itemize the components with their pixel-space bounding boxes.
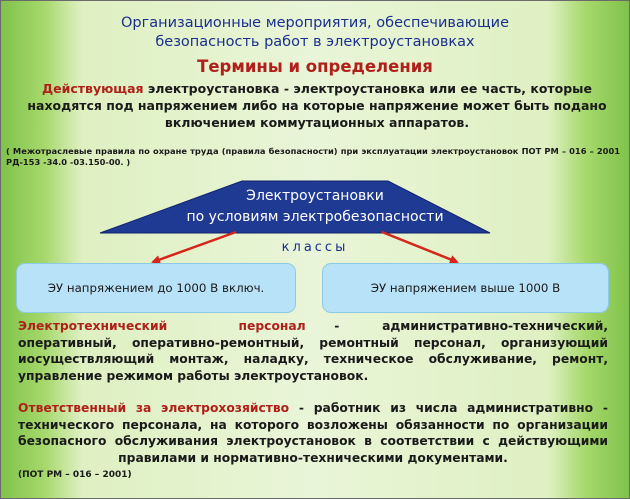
responsible-term: Ответственный за электрохозяйство (18, 401, 290, 415)
arrows-layer (151, 230, 459, 264)
definition-term: Действующая (42, 81, 144, 96)
classification-diagram (99, 180, 491, 234)
responsible-text: - работник из числа административно - те… (18, 401, 608, 465)
responsible-paragraph: Ответственный за электрохозяйство - рабо… (18, 400, 608, 466)
class-box-above-1000v: ЭУ напряжением выше 1000 В (322, 263, 609, 313)
title-line-1: Организационные мероприятия, обеспечиваю… (120, 15, 510, 31)
diagram-title-line-2: по условиям электробезопасности (186, 209, 444, 225)
arrow-to-right-box (381, 230, 459, 264)
source-note-2: (ПОТ РМ – 016 – 2001) (18, 470, 132, 480)
source-note: ( Межотраслевые правила по охране труда … (6, 146, 620, 167)
definition-paragraph: Действующая электроустановка - электроус… (22, 80, 612, 131)
class-box-up-to-1000v-label: ЭУ напряжением до 1000 В включ. (47, 281, 265, 295)
section-title: Термины и определения (197, 57, 433, 76)
diagram-title-line-1: Электроустановки (246, 188, 384, 204)
classes-label: классы (281, 240, 349, 255)
title-line-2: безопасность работ в электроустановках (155, 34, 475, 50)
class-box-up-to-1000v: ЭУ напряжением до 1000 В включ. (16, 263, 296, 313)
arrow-to-left-box (151, 230, 237, 264)
definition-text: электроустановка - электроустановка или … (27, 81, 607, 130)
personnel-text: - административно-технический, оперативн… (18, 319, 613, 383)
personnel-term: Электротехнический персонал (18, 319, 306, 333)
class-box-above-1000v-label: ЭУ напряжением выше 1000 В (370, 281, 561, 295)
personnel-paragraph: Электротехнический персонал - администра… (18, 318, 608, 384)
trapezoid-banner (99, 180, 491, 234)
